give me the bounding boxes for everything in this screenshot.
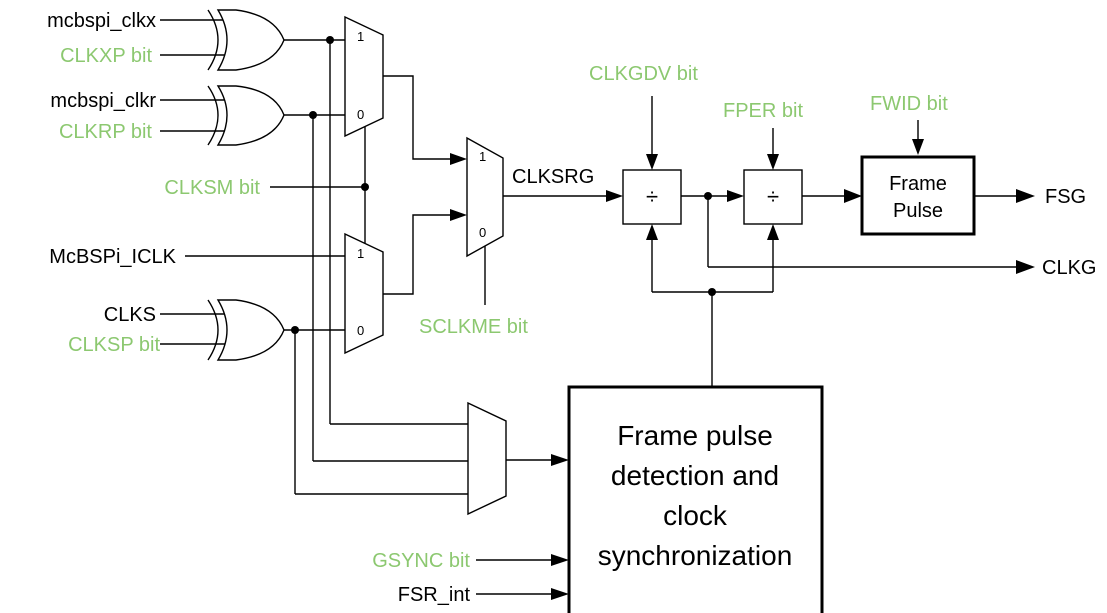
input-clksp-bit: CLKSP bit [68, 334, 160, 356]
sync-block-line4: synchronization [598, 540, 793, 571]
input-mcbspi-iclk: McBSPi_ICLK [49, 246, 176, 268]
clock-divider-fper: ÷ [743, 169, 803, 225]
sync-block-line3: clock [663, 500, 728, 531]
input-clks: CLKS [104, 304, 156, 326]
mux1-input-1-label: 1 [357, 29, 364, 44]
divide-icon: ÷ [646, 184, 658, 209]
input-clksm-bit: CLKSM bit [164, 177, 260, 199]
sync-block-line2: detection and [611, 460, 779, 491]
clock-divider-clkgdv: ÷ [622, 169, 682, 225]
input-clkrp-bit: CLKRP bit [59, 121, 152, 143]
input-gsync-bit: GSYNC bit [372, 550, 470, 572]
input-clkxp-bit: CLKXP bit [60, 45, 152, 67]
input-mcbspi-clkr: mcbspi_clkr [50, 90, 156, 112]
frame-sync-block: Frame pulse detection and clock synchron… [567, 385, 824, 613]
clkgdv-bit-label: CLKGDV bit [589, 63, 698, 85]
clksrg-label: CLKSRG [512, 166, 594, 188]
input-mcbspi-clkx: mcbspi_clkx [47, 10, 156, 32]
sclkme-bit-label: SCLKME bit [419, 316, 528, 338]
input-fsr-int: FSR_int [398, 584, 471, 606]
frame-pulse-line2: Pulse [893, 200, 943, 222]
xor-gate-clkx [160, 9, 285, 71]
xor-gate-clks [160, 299, 285, 361]
mux-clk-select-2: 1 0 [344, 232, 384, 355]
mux2-input-1-label: 1 [357, 246, 364, 261]
mux-clk-select-1: 1 0 [344, 15, 384, 138]
sync-block-line1: Frame pulse [617, 420, 773, 451]
output-fsg: FSG [1045, 186, 1086, 208]
output-clkg: CLKG [1042, 257, 1096, 279]
frame-pulse-block: Frame Pulse [860, 155, 976, 236]
mux-sync-select [467, 401, 507, 516]
mux2-input-0-label: 0 [357, 323, 364, 338]
mux1-input-0-label: 0 [357, 107, 364, 122]
fper-bit-label: FPER bit [723, 100, 803, 122]
mux3-input-0-label: 0 [479, 225, 486, 240]
divide-icon: ÷ [767, 184, 779, 209]
frame-pulse-line1: Frame [889, 173, 947, 195]
xor-gate-clkr [160, 85, 285, 146]
fwid-bit-label: FWID bit [870, 93, 948, 115]
mux3-input-1-label: 1 [479, 149, 486, 164]
mux-clksrg-select: 1 0 [466, 136, 504, 258]
